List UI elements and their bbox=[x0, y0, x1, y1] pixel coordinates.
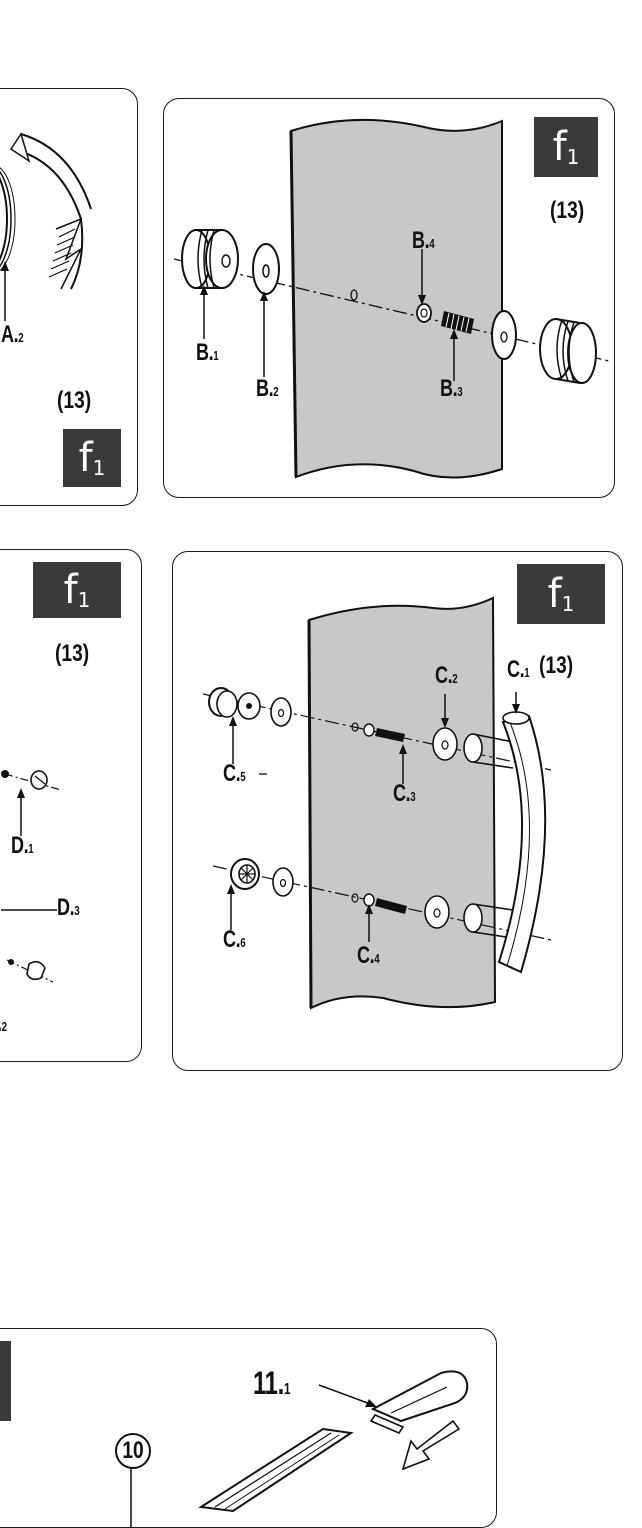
circled-number-10: 10 bbox=[122, 1437, 144, 1464]
label-c6: C.6 bbox=[223, 926, 246, 953]
label-b2: B.2 bbox=[256, 375, 279, 402]
knob-assembly-diagram bbox=[173, 118, 610, 479]
seal-strip-diagram bbox=[0, 1341, 469, 1527]
label-c5: C.5 bbox=[223, 760, 246, 787]
quantity-label: (13) bbox=[57, 387, 92, 414]
label-11-1: 11.1 bbox=[253, 1365, 291, 1401]
quantity-label: (13) bbox=[539, 652, 574, 679]
knob-rotation-illustration bbox=[0, 132, 92, 321]
label-c3: C.3 bbox=[393, 780, 416, 807]
quantity-label: (13) bbox=[55, 640, 90, 667]
label-b3: B.3 bbox=[440, 375, 463, 402]
label-d3: D.3 bbox=[57, 894, 80, 921]
label-c1: C.1 bbox=[507, 656, 530, 683]
fitting-parts-diagram bbox=[1, 770, 62, 983]
label-d2: .2 bbox=[0, 1010, 7, 1037]
panel-d: f1 (13) D.1 D.3 .2 bbox=[0, 549, 142, 1062]
quantity-label: (13) bbox=[550, 197, 585, 224]
label-b4: B.4 bbox=[412, 227, 435, 254]
label-c2: C.2 bbox=[435, 662, 458, 689]
handle-assembly-diagram bbox=[202, 596, 552, 1010]
label-c4: C.4 bbox=[357, 942, 380, 969]
label-b1: B.1 bbox=[196, 339, 219, 366]
label-a2: A.2 bbox=[1, 321, 24, 348]
panel-bottom: 11.1 10 bbox=[0, 1328, 497, 1528]
label-d1: D.1 bbox=[11, 832, 34, 859]
